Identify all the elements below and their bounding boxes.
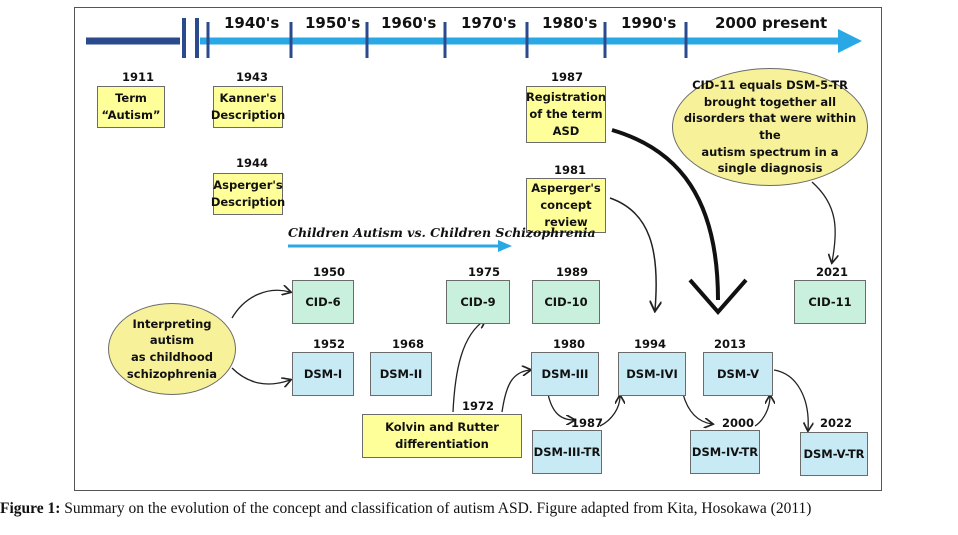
figure-caption: Figure 1: Summary on the evolution of th… bbox=[0, 500, 958, 518]
year-1980: 1980 bbox=[553, 337, 586, 351]
cid6-box: CID-6 bbox=[292, 280, 354, 324]
kolvin-line2: differentiation bbox=[395, 437, 489, 451]
year-1987-dsm3tr: 1987 bbox=[571, 416, 604, 430]
cid11-note-line5: single diagnosis bbox=[717, 161, 823, 176]
asperger-description-box: Asperger's Description bbox=[210, 173, 286, 215]
registration-asd-box: Registration of the term ASD bbox=[526, 86, 606, 143]
timeline-arrowhead bbox=[838, 29, 862, 53]
dsm5tr-box: DSM-V-TR bbox=[800, 432, 868, 476]
caption-text: Summary on the evolution of the concept … bbox=[60, 500, 812, 517]
year-1987-registration: 1987 bbox=[551, 70, 584, 84]
registration-line1: Registration bbox=[525, 90, 607, 105]
cid9-box: CID-9 bbox=[446, 280, 510, 324]
registration-line2: of the term bbox=[529, 107, 603, 122]
connector-dsm3tr-to-dsm4 bbox=[599, 396, 620, 427]
interpreting-line2: as childhood bbox=[131, 350, 213, 364]
decade-label-1960s: 1960's bbox=[381, 14, 437, 32]
dsm5-box: DSM-V bbox=[703, 352, 773, 396]
interpreting-line3: schizophrenia bbox=[126, 366, 218, 381]
year-1943: 1943 bbox=[236, 70, 269, 84]
dsm4tr-box: DSM-IV-TR bbox=[690, 430, 760, 474]
cid11-box: CID-11 bbox=[794, 280, 866, 324]
cid11-note-line2: brought together all bbox=[703, 94, 837, 109]
kanner-line1: Kanner's bbox=[219, 91, 277, 106]
year-2021: 2021 bbox=[816, 265, 849, 279]
year-1972: 1972 bbox=[462, 399, 495, 413]
caption-label: Figure 1: bbox=[0, 500, 61, 517]
review-line1: Asperger's bbox=[531, 181, 601, 196]
dsm2-box: DSM-II bbox=[370, 352, 432, 396]
decade-label-1940s: 1940's bbox=[224, 14, 280, 32]
cid11-note-line3: disorders that were within the bbox=[683, 111, 857, 142]
asperger-review-box: Asperger's concept review bbox=[526, 178, 606, 233]
term-autism-box: Term “Autism” bbox=[97, 86, 165, 128]
cid11-note-ellipse: CID-11 equals DSM-5-TR brought together … bbox=[672, 68, 868, 186]
decade-label-1970s: 1970's bbox=[461, 14, 517, 32]
connector-kolvin-to-dsm3 bbox=[501, 370, 530, 413]
registration-line3: ASD bbox=[552, 123, 580, 138]
kolvin-rutter-box: Kolvin and Rutter differentiation bbox=[362, 414, 522, 458]
cid10-box: CID-10 bbox=[532, 280, 600, 324]
review-line2: concept bbox=[540, 198, 592, 213]
connector-note-to-cid11 bbox=[811, 181, 835, 262]
decade-label-1980s: 1980's bbox=[542, 14, 598, 32]
connector-registration-to-dsm5 bbox=[611, 128, 720, 301]
year-1968: 1968 bbox=[392, 337, 425, 351]
interpreting-line1: Interpreting autism bbox=[132, 316, 212, 348]
cid11-note-line4: autism spectrum in a bbox=[701, 144, 839, 159]
cid11-note-line1: CID-11 equals DSM-5-TR bbox=[692, 77, 848, 92]
banner-autism-vs-schizophrenia: Children Autism vs. Children Schizophren… bbox=[288, 225, 596, 240]
decade-label-1990s: 1990's bbox=[621, 14, 677, 32]
decade-ticks bbox=[206, 22, 688, 58]
connector-review-to-dsm4 bbox=[609, 197, 656, 310]
dsm3-box: DSM-III bbox=[531, 352, 599, 396]
year-1952: 1952 bbox=[313, 337, 346, 351]
kanner-line2: Description bbox=[210, 108, 286, 122]
banner-arrowhead bbox=[498, 240, 512, 252]
dsm1-box: DSM-I bbox=[292, 352, 354, 396]
term-autism-line1: Term bbox=[115, 91, 147, 106]
year-1911: 1911 bbox=[122, 70, 155, 84]
year-2000: 2000 bbox=[722, 416, 755, 430]
year-1950: 1950 bbox=[313, 265, 346, 279]
dsm4-box: DSM-IVI bbox=[618, 352, 686, 396]
connector-dsm4tr-to-dsm5 bbox=[754, 396, 770, 427]
kanner-description-box: Kanner's Description bbox=[210, 86, 286, 128]
connector-interpreting-to-dsm1 bbox=[231, 367, 290, 384]
asperger-line2: Description bbox=[210, 195, 286, 209]
connector-dsm3-to-dsm3tr bbox=[547, 393, 574, 420]
dsm3tr-box: DSM-III-TR bbox=[532, 430, 602, 474]
connector-dsm5-to-dsm5tr bbox=[773, 369, 808, 430]
asperger-line1: Asperger's bbox=[213, 178, 283, 193]
decade-label-1950s: 1950's bbox=[305, 14, 361, 32]
year-2013: 2013 bbox=[714, 337, 747, 351]
year-1994: 1994 bbox=[634, 337, 667, 351]
connector-kolvin-to-cid9 bbox=[452, 320, 485, 413]
review-line3: review bbox=[544, 214, 588, 229]
year-1944: 1944 bbox=[236, 156, 269, 170]
connector-dsm4-to-dsm4tr bbox=[682, 393, 712, 424]
interpreting-autism-ellipse: Interpreting autism as childhood schizop… bbox=[108, 303, 236, 395]
connector-registration-to-dsm5-head bbox=[688, 278, 748, 316]
kolvin-line1: Kolvin and Rutter bbox=[385, 420, 499, 435]
year-1975: 1975 bbox=[468, 265, 501, 279]
year-1989: 1989 bbox=[556, 265, 589, 279]
year-1981: 1981 bbox=[554, 163, 587, 177]
decade-label-2000-present: 2000 present bbox=[715, 14, 828, 32]
year-2022: 2022 bbox=[820, 416, 853, 430]
term-autism-line2: “Autism” bbox=[101, 108, 161, 122]
connector-interpreting-to-cid6 bbox=[231, 290, 290, 319]
